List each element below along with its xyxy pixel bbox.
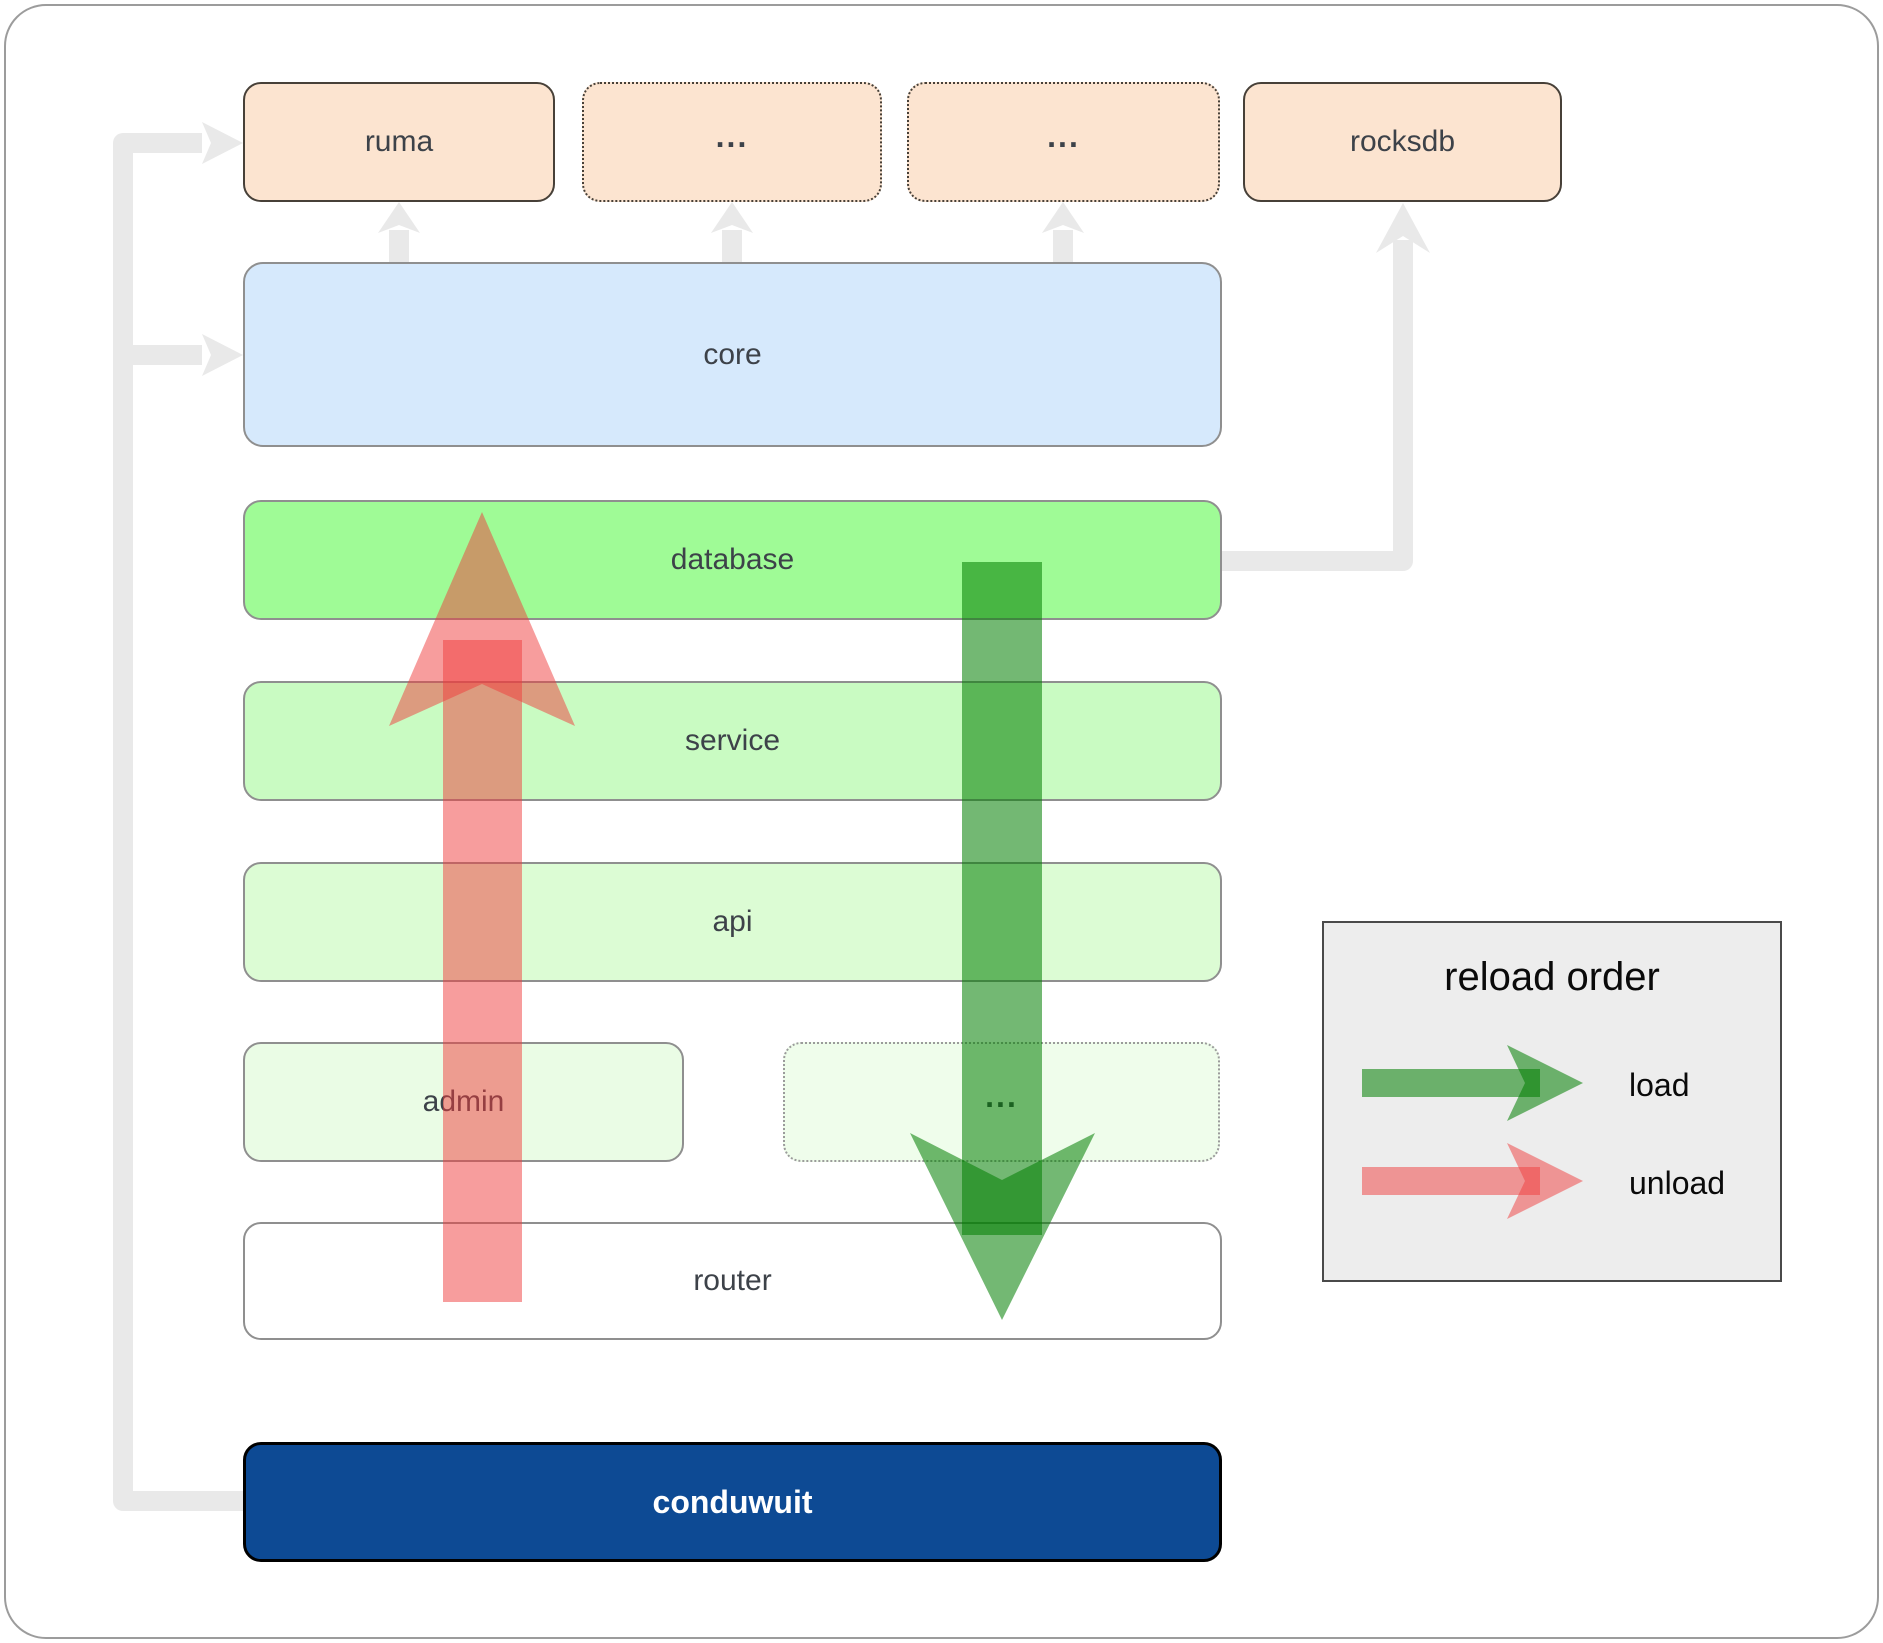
node-router: router <box>243 1222 1222 1340</box>
node-admin-label: admin <box>422 1085 505 1118</box>
node-service: service <box>243 681 1222 801</box>
node-dots-1-label: ... <box>715 117 749 154</box>
node-rocksdb-label: rocksdb <box>1349 125 1456 158</box>
node-database-label: database <box>670 543 795 576</box>
node-router-label: router <box>693 1264 772 1297</box>
node-core-label: core <box>703 337 762 371</box>
node-dots-2-label: ... <box>1047 117 1080 154</box>
node-dots-2: ... <box>907 82 1220 202</box>
node-conduwuit-label: conduwuit <box>652 1483 813 1520</box>
legend-load-label: load <box>1629 1067 1690 1103</box>
legend-title: reload order <box>1444 955 1660 999</box>
node-dots-1: ... <box>582 82 882 202</box>
node-rocksdb: rocksdb <box>1243 82 1562 202</box>
node-api-label: api <box>712 905 753 938</box>
node-dots-3-label: ... <box>985 1077 1018 1114</box>
node-conduwuit: conduwuit <box>243 1442 1222 1562</box>
legend-reload-order: reload order load unload <box>1322 921 1782 1282</box>
node-service-label: service <box>684 724 781 757</box>
node-database: database <box>243 500 1222 620</box>
node-dots-3: ... <box>783 1042 1220 1162</box>
node-ruma: ruma <box>243 82 555 202</box>
node-admin: admin <box>243 1042 684 1162</box>
node-api: api <box>243 862 1222 982</box>
node-core: core <box>243 262 1222 447</box>
legend-unload-label: unload <box>1629 1165 1726 1201</box>
node-ruma-label: ruma <box>364 125 434 158</box>
diagram-outer-frame <box>4 4 1879 1639</box>
